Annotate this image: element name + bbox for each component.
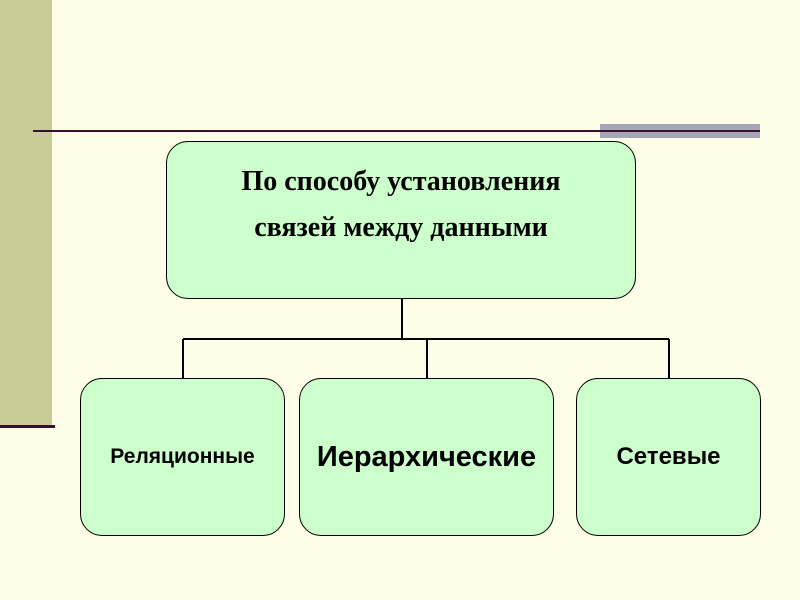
- child-node-hierarchical: Иерархические: [299, 378, 554, 536]
- left-accent-rule: [0, 425, 55, 428]
- root-node-line-2: связей между данными: [254, 212, 548, 243]
- child-node-hierarchical-label: Иерархические: [316, 440, 537, 473]
- left-accent-bar: [0, 0, 52, 427]
- child-node-network-label: Сетевые: [616, 443, 721, 470]
- child-node-network: Сетевые: [576, 378, 761, 536]
- child-node-relational: Реляционные: [80, 378, 285, 536]
- root-node: По способу установления связей между дан…: [166, 141, 636, 299]
- top-right-accent-rule: [600, 130, 760, 132]
- title-rule-line: [33, 130, 760, 132]
- root-node-line-1: По способу установления: [241, 166, 561, 197]
- child-node-relational-label: Реляционные: [110, 445, 255, 468]
